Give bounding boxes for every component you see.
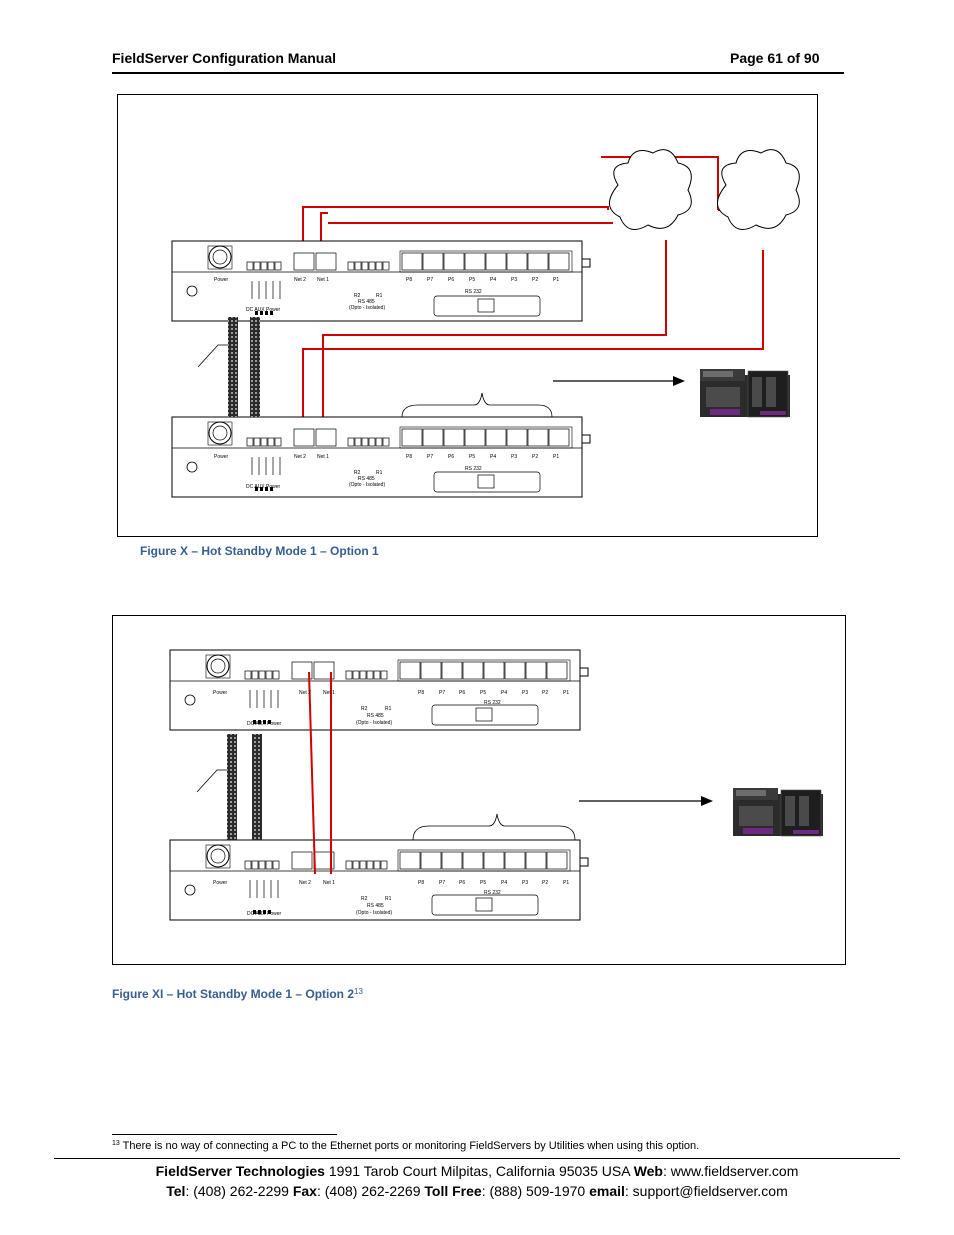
svg-text:P5: P5: [480, 690, 486, 696]
svg-text:Net 1: Net 1: [317, 277, 329, 283]
svg-text:RS 485: RS 485: [358, 299, 375, 305]
svg-text:Power: Power: [214, 454, 229, 460]
svg-text:P7: P7: [439, 690, 445, 696]
svg-text:P5: P5: [480, 880, 486, 886]
manual-title: FieldServer Configuration Manual: [112, 50, 337, 66]
svg-text:RS 232: RS 232: [465, 466, 482, 472]
svg-text:P8: P8: [406, 454, 412, 460]
svg-text:DC AUX Power: DC AUX Power: [247, 721, 282, 727]
svg-text:Net 1: Net 1: [317, 454, 329, 460]
svg-text:R2: R2: [361, 706, 368, 712]
svg-text:P3: P3: [522, 880, 528, 886]
svg-text:Net 2: Net 2: [294, 277, 306, 283]
svg-text:P3: P3: [511, 454, 517, 460]
svg-text:R2: R2: [361, 896, 368, 902]
footnote-ref: 13: [354, 987, 363, 996]
svg-text:R2: R2: [354, 470, 361, 476]
svg-text:P2: P2: [532, 277, 538, 283]
svg-text:R1: R1: [385, 896, 392, 902]
svg-text:P3: P3: [511, 277, 517, 283]
figure-1-caption: Figure X – Hot Standby Mode 1 – Option 1: [140, 544, 379, 558]
svg-text:(Opto - Isolated): (Opto - Isolated): [349, 482, 385, 488]
svg-text:P4: P4: [490, 454, 496, 460]
svg-text:P4: P4: [501, 690, 507, 696]
svg-text:P7: P7: [427, 454, 433, 460]
footer-line-1: FieldServer Technologies 1991 Tarob Cour…: [155, 1163, 799, 1179]
svg-text:P3: P3: [522, 690, 528, 696]
svg-text:P7: P7: [439, 880, 445, 886]
svg-text:P6: P6: [459, 880, 465, 886]
svg-text:P2: P2: [542, 880, 548, 886]
svg-text:(Opto - Isolated): (Opto - Isolated): [356, 910, 392, 916]
svg-text:P2: P2: [532, 454, 538, 460]
svg-text:R1: R1: [385, 706, 392, 712]
svg-text:Net 1: Net 1: [323, 690, 335, 696]
svg-text:R2: R2: [354, 293, 361, 299]
svg-text:Net 2: Net 2: [299, 880, 311, 886]
svg-text:DC AUX Power: DC AUX Power: [246, 307, 281, 313]
svg-text:RS 232: RS 232: [484, 890, 501, 896]
svg-text:P1: P1: [553, 277, 559, 283]
svg-text:P7: P7: [427, 277, 433, 283]
svg-text:(Opto - Isolated): (Opto - Isolated): [349, 305, 385, 311]
svg-text:Net 2: Net 2: [299, 690, 311, 696]
svg-text:RS 485: RS 485: [367, 713, 384, 719]
svg-text:P8: P8: [406, 277, 412, 283]
footnote: 13 There is no way of connecting a PC to…: [112, 1140, 700, 1152]
svg-text:P1: P1: [553, 454, 559, 460]
svg-text:P2: P2: [542, 690, 548, 696]
figure-2-caption: Figure XI – Hot Standby Mode 1 – Option …: [112, 987, 363, 1001]
page-number: Page 61 of 90: [730, 50, 820, 66]
svg-text:R1: R1: [376, 293, 383, 299]
svg-text:P6: P6: [448, 454, 454, 460]
power-label: Power: [214, 277, 229, 283]
svg-text:P4: P4: [490, 277, 496, 283]
svg-text:P1: P1: [563, 880, 569, 886]
svg-text:RS 232: RS 232: [465, 289, 482, 295]
svg-text:P6: P6: [448, 277, 454, 283]
svg-text:(Opto - Isolated): (Opto - Isolated): [356, 720, 392, 726]
svg-text:P4: P4: [501, 880, 507, 886]
footnote-rule: [112, 1134, 337, 1135]
svg-text:RS 485: RS 485: [358, 476, 375, 482]
footer-rule: [54, 1158, 900, 1159]
svg-text:P8: P8: [418, 690, 424, 696]
svg-text:DC AUX Power: DC AUX Power: [247, 911, 282, 917]
svg-text:Net 2: Net 2: [294, 454, 306, 460]
svg-text:R1: R1: [376, 470, 383, 476]
svg-text:P8: P8: [418, 880, 424, 886]
svg-text:RS 485: RS 485: [367, 903, 384, 909]
svg-text:P1: P1: [563, 690, 569, 696]
svg-text:Power: Power: [213, 690, 228, 696]
svg-text:DC AUX Power: DC AUX Power: [246, 484, 281, 490]
svg-text:P6: P6: [459, 690, 465, 696]
footer-line-2: Tel: (408) 262-2299 Fax: (408) 262-2269 …: [166, 1183, 788, 1199]
svg-text:RS 232: RS 232: [484, 700, 501, 706]
svg-text:P5: P5: [469, 454, 475, 460]
svg-text:Power: Power: [213, 880, 228, 886]
header-rule: [112, 72, 844, 74]
svg-text:P5: P5: [469, 277, 475, 283]
svg-text:Net 1: Net 1: [323, 880, 335, 886]
